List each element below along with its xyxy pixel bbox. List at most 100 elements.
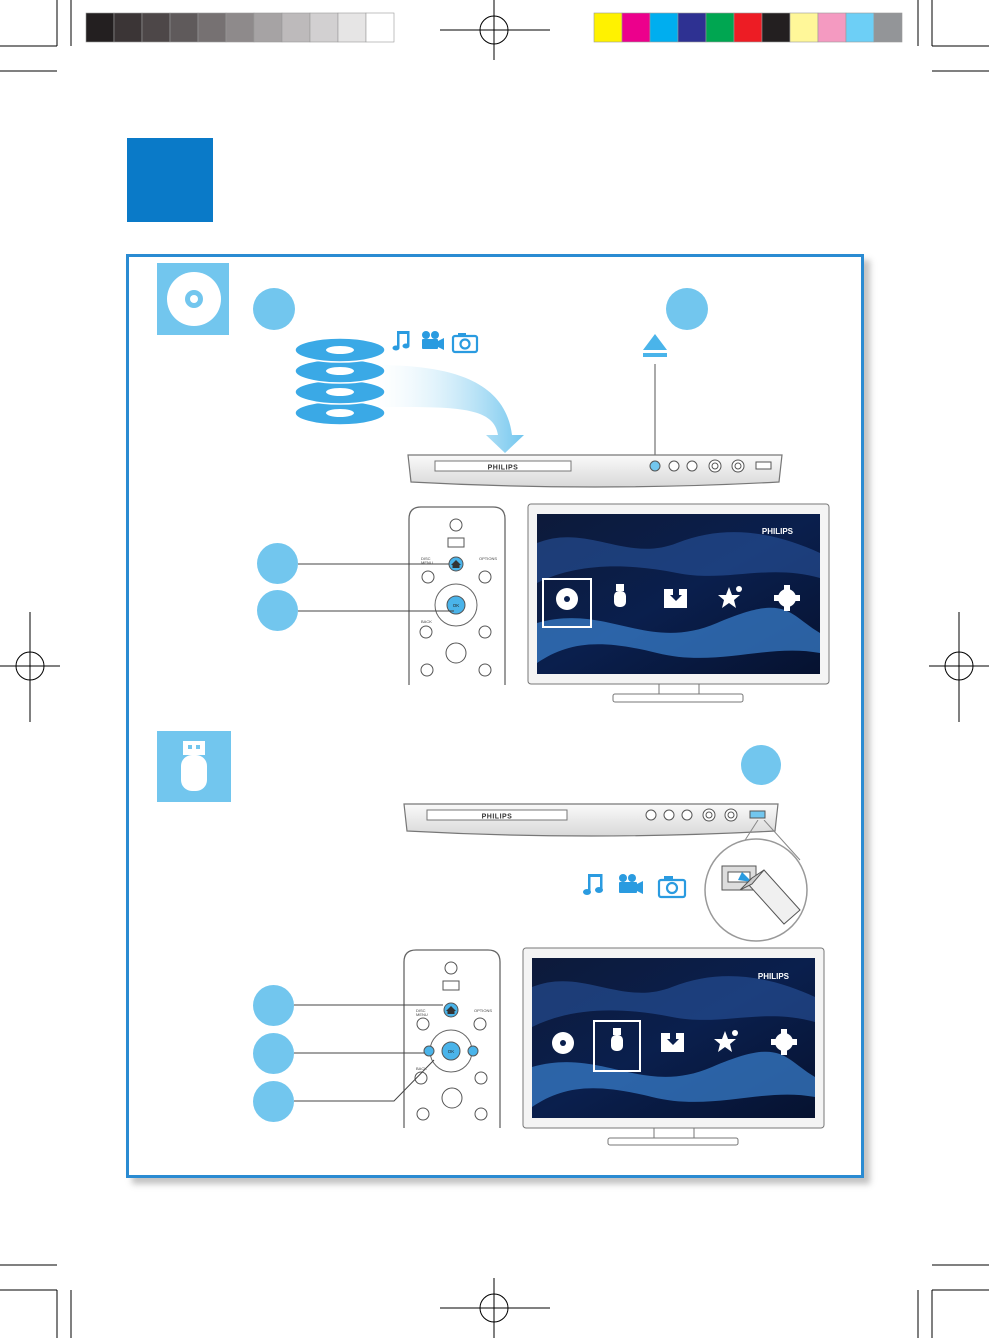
play-pause-button[interactable] (441, 1087, 463, 1109)
remote-label-menu: MENU (416, 1012, 428, 1017)
step-circle-disc-2 (666, 288, 708, 330)
disc-menu-button[interactable] (421, 570, 435, 584)
tv-brand-label: PHILIPS (762, 527, 794, 536)
usb-icon (181, 741, 207, 791)
color-swatch (649, 12, 679, 43)
player-brand-label: PHILIPS (482, 814, 513, 821)
callout-lines-disc (298, 563, 454, 612)
disc-menu-button[interactable] (416, 1017, 430, 1031)
dvd-player-bottom: PHILIPS (403, 803, 779, 837)
tv-screen-disc: PHILIPS (527, 503, 830, 703)
photo-camera-icon (451, 333, 479, 354)
usb-icon[interactable] (614, 584, 626, 607)
back-button[interactable] (414, 1071, 428, 1085)
disc-section-tile (157, 263, 229, 335)
next-button[interactable] (474, 1107, 488, 1121)
step-circle-disc-1 (253, 288, 295, 330)
step-circle-disc-4 (257, 590, 298, 631)
folder-icon[interactable] (661, 1031, 684, 1052)
color-swatch (141, 12, 171, 43)
settings-gear-icon[interactable] (774, 585, 800, 611)
step-circle-usb-4 (253, 1081, 294, 1122)
previous-button[interactable] (420, 663, 434, 677)
menu-selection-box (593, 1020, 641, 1072)
power-icon[interactable] (444, 961, 458, 975)
tv-screen-usb: PHILIPS (522, 947, 825, 1146)
eject-icon (643, 334, 667, 357)
usb-port[interactable] (755, 461, 772, 470)
settings-gear-icon[interactable] (771, 1029, 797, 1055)
eject-indicator (643, 334, 667, 458)
play-pause-button[interactable] (445, 642, 467, 664)
previous-button[interactable] (416, 1107, 430, 1121)
karaoke-icon[interactable] (718, 586, 742, 608)
color-swatch (169, 12, 199, 43)
usb-media-icons (583, 874, 687, 899)
photo-camera-icon (657, 876, 687, 899)
ok-button[interactable] (441, 1041, 461, 1061)
color-swatch (817, 12, 847, 43)
karaoke-icon[interactable] (714, 1030, 738, 1052)
power-icon[interactable] (449, 518, 463, 532)
remote-label-options: OPTIONS (479, 556, 497, 561)
eject-button[interactable] (645, 809, 657, 821)
disc-icon (167, 272, 221, 326)
player-button[interactable] (686, 460, 698, 472)
step-circle-usb-1 (741, 745, 781, 785)
stop-button[interactable] (478, 625, 492, 639)
color-swatch (113, 12, 143, 43)
eject-icon[interactable] (442, 980, 460, 991)
music-note-icon (392, 331, 410, 351)
color-swatch (845, 12, 875, 43)
color-swatch (253, 12, 283, 43)
home-icon (446, 1006, 456, 1014)
next-button[interactable] (478, 663, 492, 677)
back-button[interactable] (419, 625, 433, 639)
options-button[interactable] (478, 570, 492, 584)
color-swatch (677, 12, 707, 43)
chapter-marker-block (127, 138, 213, 222)
ok-label: OK (453, 603, 460, 608)
tv-brand-label: PHILIPS (758, 972, 790, 981)
disc-icon[interactable] (556, 588, 578, 610)
home-icon (451, 560, 461, 568)
remote-label-disc: DISC (416, 1008, 426, 1013)
remote-label-options: OPTIONS (474, 1008, 492, 1013)
stop-button[interactable] (474, 1071, 488, 1085)
ok-button[interactable] (446, 595, 466, 615)
step-circle-usb-2 (253, 985, 294, 1026)
remote-label-back: BACK (416, 1066, 427, 1071)
color-swatch (225, 12, 255, 43)
usb-insert-callout (704, 820, 808, 942)
left-nav-button[interactable] (423, 1045, 435, 1057)
usb-icon[interactable] (611, 1028, 623, 1051)
color-swatch (733, 12, 763, 43)
color-swatch (789, 12, 819, 43)
tv-stand (607, 1137, 739, 1146)
process-color-bar (593, 12, 903, 43)
menu-selection-box (542, 578, 592, 628)
step-circle-disc-3 (257, 543, 298, 584)
player-brand-label: PHILIPS (488, 465, 519, 472)
ok-label: OK (448, 1049, 455, 1054)
callout-lines-usb (294, 1004, 443, 1102)
options-button[interactable] (473, 1017, 487, 1031)
disc-icon[interactable] (552, 1032, 574, 1054)
folder-icon[interactable] (664, 587, 687, 608)
video-camera-icon (619, 874, 643, 894)
right-nav-button[interactable] (467, 1045, 479, 1057)
color-swatch (621, 12, 651, 43)
dvd-player-top: PHILIPS (407, 454, 783, 488)
player-button[interactable] (663, 809, 675, 821)
color-swatch (197, 12, 227, 43)
eject-button[interactable] (649, 460, 661, 472)
eject-icon[interactable] (447, 537, 465, 548)
disc-stack (294, 337, 386, 426)
player-button[interactable] (668, 460, 680, 472)
color-swatch (761, 12, 791, 43)
remote-control-bottom: DISC MENU OPTIONS OK BACK (403, 949, 501, 1128)
player-button[interactable] (681, 809, 693, 821)
remote-label-menu: MENU (421, 560, 433, 565)
usb-port[interactable] (749, 810, 766, 819)
